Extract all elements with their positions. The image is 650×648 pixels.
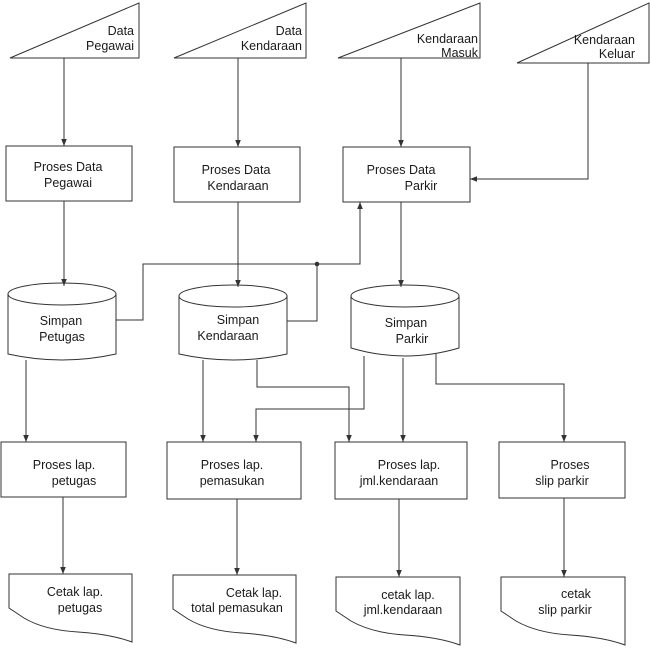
- input-data-kendaraan-line2: Kendaraan: [241, 39, 302, 53]
- connector-petugas-to-process-parkir: [116, 202, 363, 321]
- process-data-pegawai: Proses Data Pegawai: [5, 145, 133, 202]
- document-cetak-lap-total-pemasukan: Cetak lap. total pemasukan: [172, 574, 297, 644]
- storage-simpan-parkir: Simpan Parkir: [350, 284, 460, 357]
- process-lap-jml-kendaraan: Proses lap. jml.kendaraan: [334, 441, 468, 500]
- document-cetak-lap-jml-kendaraan-line2: jml.kendaraan: [363, 603, 443, 617]
- storage-simpan-parkir-line1: Simpan: [385, 316, 427, 330]
- document-cetak-lap-total-pemasukan-line2: total pemasukan: [191, 601, 283, 615]
- process-lap-jml-kendaraan-line1: Proses lap.: [378, 458, 441, 472]
- arrow-parkir-to-slip-parkir: [435, 354, 567, 442]
- storage-simpan-petugas: Simpan Petugas: [7, 282, 117, 361]
- connector-junction-dot: [314, 261, 320, 267]
- document-cetak-lap-jml-kendaraan: cetak lap. jml.kendaraan: [335, 576, 461, 646]
- process-data-parkir-line2: Parkir: [405, 179, 438, 193]
- input-data-pegawai-line1: Data: [108, 24, 134, 38]
- process-lap-petugas-line2: petugas: [52, 474, 96, 488]
- process-data-parkir-line1: Proses Data: [367, 163, 436, 177]
- input-kendaraan-keluar: Kendaraan Keluar: [516, 2, 650, 64]
- input-kendaraan-masuk: Kendaraan Masuk: [337, 2, 481, 60]
- storage-simpan-petugas-line1: Simpan: [40, 314, 82, 328]
- input-kendaraan-masuk-line2: Masuk: [441, 46, 479, 60]
- process-data-kendaraan-line2: Kendaraan: [207, 179, 268, 193]
- process-data-kendaraan-line1: Proses Data: [202, 163, 271, 177]
- process-data-parkir: Proses Data Parkir: [342, 146, 471, 203]
- arrow-kendaraan-to-lap-jml: [256, 360, 352, 442]
- process-data-kendaraan: Proses Data Kendaraan: [173, 146, 301, 203]
- document-cetak-slip-parkir: cetak slip parkir: [500, 576, 626, 646]
- arrow-parkir-to-lap-pemasukan: [253, 356, 365, 442]
- input-data-kendaraan-line1: Data: [276, 24, 302, 38]
- process-lap-petugas: Proses lap. petugas: [0, 441, 127, 498]
- input-kendaraan-masuk-line1: Kendaraan: [417, 32, 478, 46]
- connector-kendaraan-to-junction: [287, 264, 318, 322]
- document-cetak-lap-petugas-line1: Cetak lap.: [47, 585, 103, 599]
- document-cetak-slip-parkir-line2: slip parkir: [538, 603, 592, 617]
- process-lap-jml-kendaraan-line2: jml.kendaraan: [359, 474, 439, 488]
- process-lap-pemasukan-line2: pemasukan: [200, 474, 265, 488]
- input-data-kendaraan: Data Kendaraan: [173, 2, 307, 59]
- process-data-pegawai-line2: Pegawai: [44, 176, 92, 190]
- input-kendaraan-keluar-line2: Keluar: [599, 47, 635, 61]
- storage-simpan-kendaraan: Simpan Kendaraan: [178, 284, 288, 361]
- input-data-pegawai-line2: Pegawai: [86, 39, 134, 53]
- input-data-pegawai: Data Pegawai: [9, 2, 140, 59]
- input-kendaraan-keluar-line1: Kendaraan: [574, 33, 635, 47]
- storage-simpan-kendaraan-line1: Simpan: [217, 313, 259, 327]
- arrow-kendaraan-keluar-to-process: [470, 63, 589, 182]
- storage-simpan-parkir-line2: Parkir: [396, 332, 429, 346]
- process-slip-parkir-line2: slip parkir: [535, 474, 589, 488]
- document-cetak-lap-total-pemasukan-line1: Cetak lap.: [226, 586, 282, 600]
- process-slip-parkir-line1: Proses: [551, 458, 590, 472]
- document-cetak-lap-jml-kendaraan-line1: cetak lap.: [381, 588, 435, 602]
- process-data-pegawai-line1: Proses Data: [34, 160, 103, 174]
- process-slip-parkir: Proses slip parkir: [498, 441, 626, 499]
- process-lap-petugas-line1: Proses lap.: [33, 458, 96, 472]
- storage-simpan-kendaraan-line2: Kendaraan: [197, 329, 258, 343]
- document-cetak-lap-petugas-line2: petugas: [58, 601, 102, 615]
- document-cetak-lap-petugas: Cetak lap. petugas: [8, 573, 133, 643]
- process-lap-pemasukan: Proses lap. pemasukan: [166, 441, 302, 500]
- document-cetak-slip-parkir-line1: cetak: [561, 587, 592, 601]
- process-lap-pemasukan-line1: Proses lap.: [201, 458, 264, 472]
- storage-simpan-petugas-line2: Petugas: [39, 330, 85, 344]
